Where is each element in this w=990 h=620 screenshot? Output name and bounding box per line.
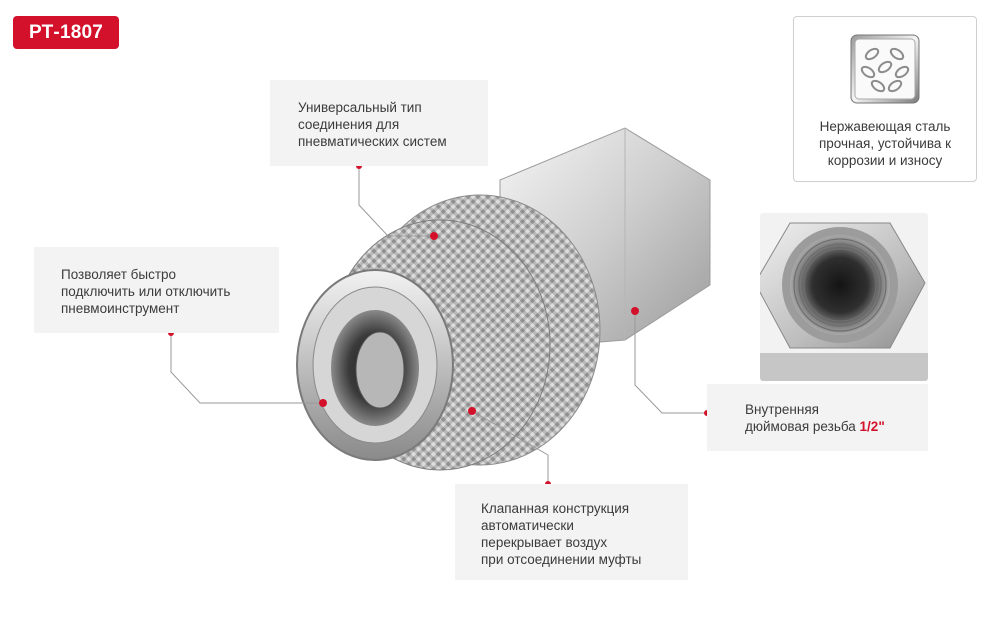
callout-line: Позволяет быстро	[61, 267, 177, 282]
material-line: коррозии и износу	[827, 153, 943, 168]
stainless-steel-leaves-icon	[850, 34, 920, 104]
callout-line: Клапанная конструкция	[481, 501, 630, 516]
callout-line: при отсоединении муфты	[481, 552, 642, 567]
callout-line: автоматически	[481, 518, 574, 533]
callout-line: пневмоинструмент	[61, 301, 180, 316]
callout-line: Универсальный тип	[298, 100, 422, 115]
callout-line: Внутренняя	[745, 402, 819, 417]
callout-line: перекрывает воздух	[481, 535, 608, 550]
callout-inner-thread: Внутренняя дюймовая резьба 1/2"	[707, 384, 928, 451]
material-info-card: Нержавеющая сталь прочная, устойчива к к…	[793, 16, 977, 182]
article-badge: РТ-1807	[13, 16, 119, 49]
callout-line: дюймовая резьба 1/2"	[745, 418, 928, 435]
material-line: прочная, устойчива к	[818, 136, 952, 151]
callout-line: соединения для	[298, 117, 400, 132]
thread-closeup-photo	[760, 213, 928, 381]
callout-universal-connection: Универсальный тип соединения для пневмат…	[270, 80, 488, 166]
callout-valve-design: Клапанная конструкция автоматически пере…	[455, 484, 688, 580]
material-description: Нержавеющая сталь прочная, устойчива к к…	[794, 118, 976, 169]
thread-label: дюймовая резьба	[745, 419, 860, 434]
callout-line: подключить или отключить	[61, 284, 231, 299]
callout-quick-connect: Позволяет быстро подключить или отключит…	[34, 247, 279, 333]
thread-size: 1/2"	[859, 419, 885, 434]
material-line: Нержавеющая сталь	[819, 119, 951, 134]
hex-nut-thread-image	[760, 213, 928, 381]
callout-line: пневматических систем	[298, 134, 447, 149]
coupler-illustration	[296, 127, 711, 471]
